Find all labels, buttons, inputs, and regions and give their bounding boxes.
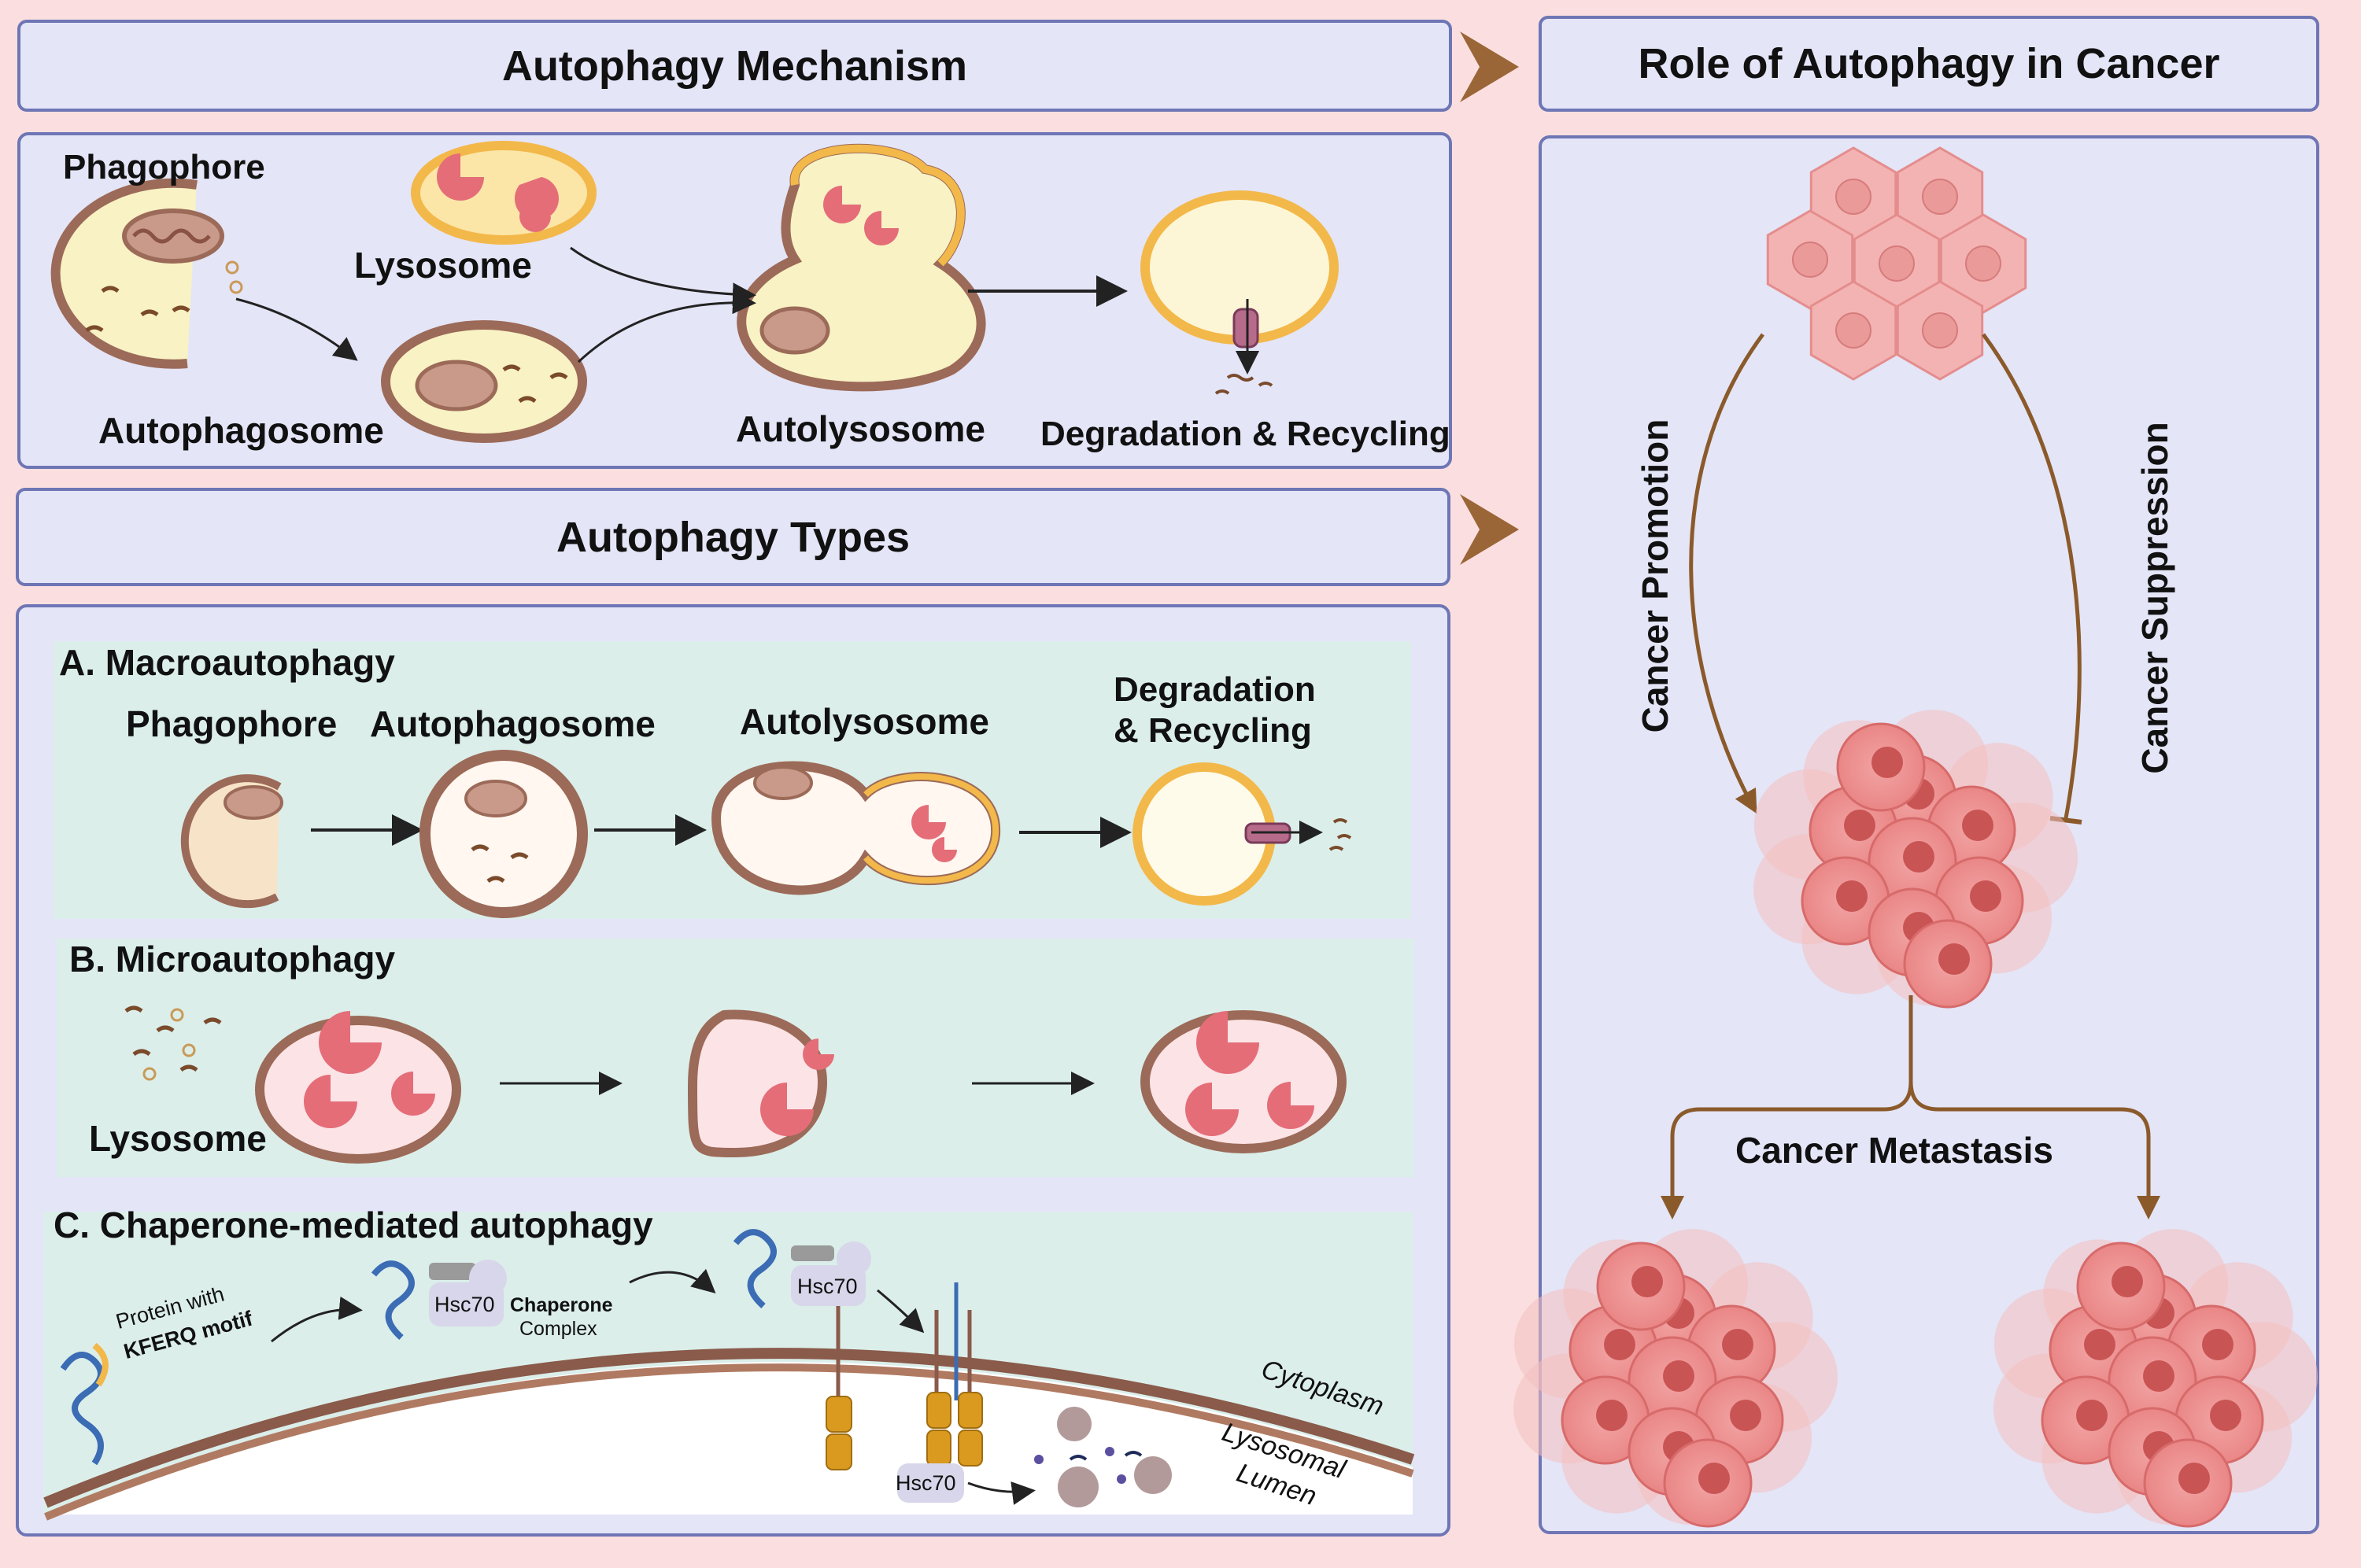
cancer-suppression-label: Cancer Suppression (2134, 422, 2175, 774)
label-lysosome: Lysosome (354, 245, 532, 286)
macro-label-degradation-2: & Recycling (1114, 711, 1312, 750)
phagophore-icon (50, 178, 243, 369)
metastasis-branch (1661, 995, 1913, 1219)
macro-label-autolysosome: Autolysosome (740, 701, 989, 742)
micro-label-lysosome: Lysosome (89, 1118, 267, 1159)
micro-lysosome-icon (255, 1011, 461, 1164)
lamp2a-translocation-icon (897, 1282, 983, 1503)
cancer-promotion-arrow (1689, 333, 1765, 814)
healthy-cells-icon (1766, 146, 2027, 381)
autophagy-mechanism-header: Autophagy Mechanism (17, 20, 1452, 112)
metastatic-tumor-icon (1513, 1229, 1838, 1528)
hsc70-complex-icon (371, 1260, 507, 1340)
degraded-protein-icon (1034, 1407, 1172, 1507)
complex-label: Complex (519, 1318, 597, 1340)
cancer-metastasis-label: Cancer Metastasis (1735, 1130, 2053, 1171)
hsc70-label-bound: Hsc70 (797, 1275, 858, 1298)
autolysosome-icon (737, 143, 986, 392)
label-autophagosome: Autophagosome (98, 410, 384, 451)
micro-lysosome-degraded-icon (1140, 1010, 1347, 1153)
arrow (967, 1481, 1036, 1505)
cancer-suppression-inhibitor (1981, 333, 2082, 819)
arrow (877, 1289, 925, 1334)
micro-cargo-icon (124, 1005, 222, 1081)
arrow (629, 1268, 716, 1293)
label-phagophore: Phagophore (63, 148, 265, 186)
kferq-protein-icon (60, 1342, 109, 1466)
macro-label-phagophore: Phagophore (126, 703, 338, 744)
hsc70-bound-icon (733, 1229, 871, 1470)
macro-degradation-icon (1132, 762, 1352, 906)
autophagy-types-header: Autophagy Types (16, 488, 1450, 586)
chaperone-label: Chaperone (510, 1294, 613, 1316)
macro-autolysosome-icon (711, 761, 1001, 895)
lysosome-icon (411, 141, 597, 245)
cancer-promotion-label: Cancer Promotion (1635, 419, 1676, 733)
macro-autophagosome-icon (419, 750, 588, 918)
autophagosome-icon (381, 320, 587, 443)
chevron-arrow-icon (1460, 494, 1519, 565)
tumor-cells-icon (1753, 710, 2078, 1009)
chevron-arrow-icon (1460, 31, 1519, 102)
hsc70-label-lumen: Hsc70 (896, 1471, 956, 1495)
metastatic-tumor-icon (1993, 1229, 2318, 1528)
arrow (570, 246, 756, 307)
macroautophagy-title: A. Macroautophagy (59, 642, 395, 683)
role-in-cancer-header: Role of Autophagy in Cancer (1539, 16, 2319, 112)
hsc70-label: Hsc70 (434, 1293, 495, 1316)
arrow (271, 1296, 363, 1343)
cma-title: C. Chaperone-mediated autophagy (54, 1205, 653, 1245)
macro-label-autophagosome: Autophagosome (370, 703, 656, 744)
micro-invagination-icon (687, 1009, 834, 1158)
macro-label-degradation-1: Degradation (1114, 670, 1316, 709)
label-autolysosome: Autolysosome (736, 408, 985, 449)
autophagy-types-title: Autophagy Types (556, 513, 911, 561)
role-in-cancer-title: Role of Autophagy in Cancer (1638, 40, 2220, 87)
lysosomal-membrane-icon (43, 1348, 1415, 1521)
arrow (235, 297, 358, 361)
macro-phagophore-icon (180, 774, 283, 909)
autophagy-mechanism-title: Autophagy Mechanism (501, 42, 968, 90)
metastasis-branch (1908, 1081, 2160, 1219)
degradation-vesicle-icon (1140, 190, 1339, 395)
arrow (577, 290, 756, 363)
label-degradation: Degradation & Recycling (1040, 415, 1450, 453)
microautophagy-title: B. Microautophagy (69, 939, 396, 980)
